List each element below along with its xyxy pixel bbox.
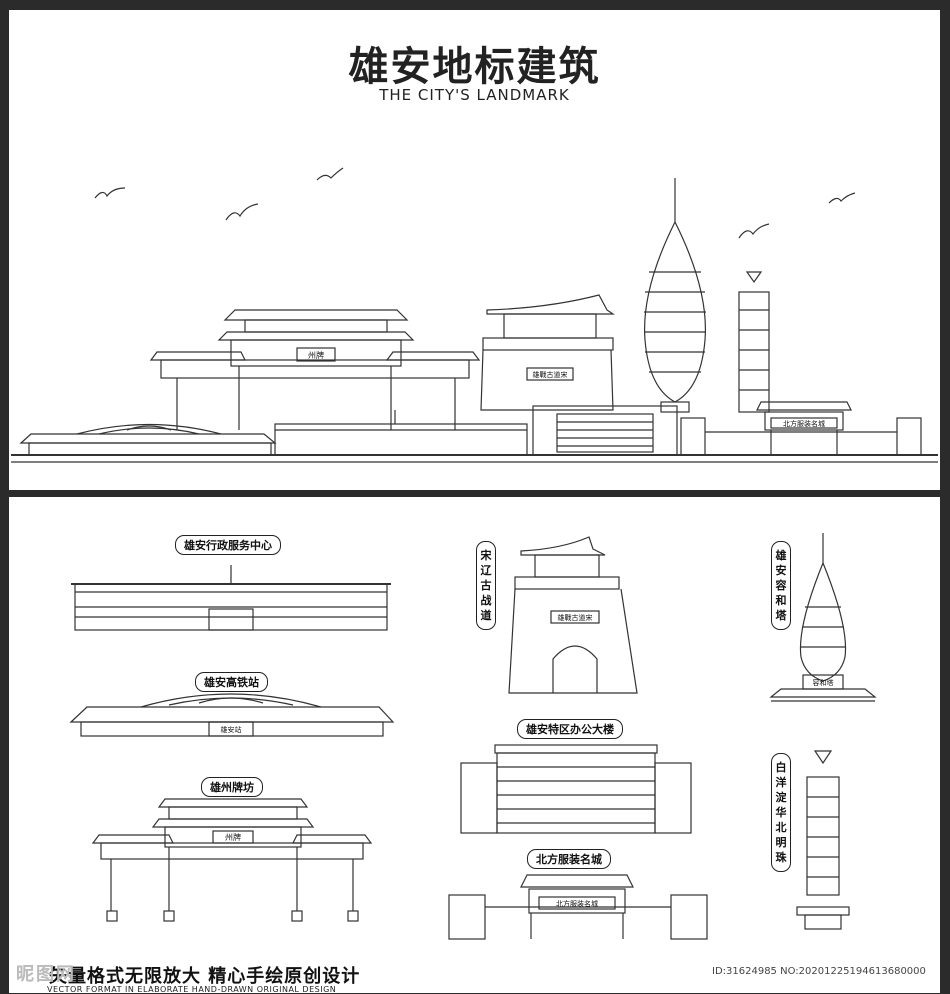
- skyline-station: [19, 423, 277, 456]
- landmark-label-ronghe-tower: 雄安容和塔: [771, 541, 791, 630]
- skyline-ronghe-tower: [643, 178, 707, 413]
- skyline-fort-sign: 雄戰古道宋: [533, 370, 568, 379]
- footer-tagline: 矢量格式无限放大 精心手绘原创设计: [49, 966, 361, 987]
- skyline-panel: 雄安地标建筑 THE CITY'S LANDMARK: [9, 10, 940, 490]
- bird-icon: [94, 187, 126, 199]
- watermark-id: ID:31624985 NO:20201225194613680000: [712, 966, 926, 977]
- watermark-logo: 昵图网: [16, 964, 76, 985]
- skyline-pearl-tower: [738, 271, 770, 413]
- gate-drawing: [91, 798, 373, 922]
- landmark-label-fort: 宋辽古战道: [476, 541, 496, 630]
- ronghe-tower-drawing: [769, 533, 877, 702]
- footer-tagline-en: VECTOR FORMAT IN ELABORATE HAND-DRAWN OR…: [47, 985, 337, 994]
- skyline-gate: [149, 309, 481, 430]
- page-title: 雄安地标建筑: [348, 44, 601, 90]
- landmark-label-clothing-city: 北方服装名城: [527, 849, 611, 869]
- skyline-clothing-sign: 北方服装名城: [783, 419, 825, 428]
- station-drawing: [69, 693, 395, 737]
- station-sign: 雄安站: [221, 725, 242, 734]
- admin-center-drawing: [71, 565, 391, 631]
- fort-sign: 雄戰古道宋: [558, 613, 593, 622]
- fort-drawing: [508, 536, 638, 694]
- bird-icon: [828, 192, 856, 204]
- bird-icon: [225, 203, 259, 221]
- landmark-catalog-panel: 雄安站 州牌 雄: [9, 497, 940, 994]
- clothing-sign: 北方服装名城: [556, 899, 598, 908]
- landmark-label-station: 雄安高铁站: [195, 672, 268, 692]
- landmark-label-office: 雄安特区办公大楼: [517, 719, 623, 739]
- skyline-office: [532, 405, 678, 456]
- skyline-admin-center: [274, 410, 528, 456]
- bird-icon: [316, 167, 344, 181]
- office-drawing: [460, 744, 692, 834]
- skyline-gate-sign: 州牌: [308, 350, 324, 360]
- landmark-illustrations: 雄安站 州牌 雄: [69, 533, 877, 940]
- landmark-label-pearl-tower: 白洋淀华北明珠: [771, 753, 791, 872]
- ronghe-sign: 容和塔: [813, 678, 834, 687]
- clothing-gate-drawing: [448, 874, 708, 940]
- skyline-fort: [480, 294, 615, 411]
- pearl-tower-drawing: [796, 750, 850, 930]
- page-subtitle: THE CITY'S LANDMARK: [379, 86, 570, 104]
- landmark-label-admin-center: 雄安行政服务中心: [175, 535, 281, 555]
- bird-icon: [738, 223, 770, 239]
- skyline-clothing-gate: [680, 401, 922, 456]
- gate-sign: 州牌: [225, 832, 241, 842]
- skyline-illustration: 州牌 雄戰古道宋: [11, 167, 938, 463]
- landmark-label-gate: 雄州牌坊: [201, 777, 263, 797]
